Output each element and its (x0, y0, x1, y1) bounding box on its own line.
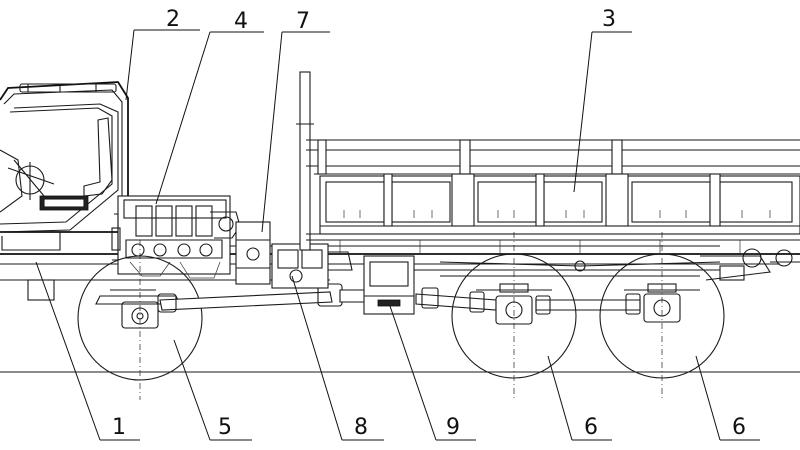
rear-suspension (439, 248, 800, 281)
leader-lines (35, 29, 760, 441)
callout-9: 9 (446, 415, 460, 440)
callout-6-first: 6 (584, 415, 598, 440)
rear-wheel-1 (451, 232, 577, 398)
callout-5: 5 (218, 415, 232, 440)
cab (0, 81, 129, 301)
callout-1: 1 (112, 415, 126, 440)
gearbox (235, 221, 271, 285)
steering-wheel (15, 165, 45, 195)
callout-labels: 1 2 3 4 5 6 6 7 8 9 (112, 7, 746, 440)
callout-8: 8 (354, 415, 368, 440)
rear-wheel-2 (599, 232, 725, 398)
callout-7: 7 (296, 9, 310, 34)
center-differential (363, 255, 415, 315)
callout-6-second: 6 (732, 415, 746, 440)
front-wheel (77, 240, 203, 400)
engine (111, 195, 241, 279)
seat (83, 117, 113, 197)
driveshafts (157, 269, 720, 315)
callout-3: 3 (602, 7, 616, 32)
callout-2: 2 (166, 7, 180, 32)
cargo-body (296, 71, 800, 254)
callout-4: 4 (234, 9, 248, 34)
